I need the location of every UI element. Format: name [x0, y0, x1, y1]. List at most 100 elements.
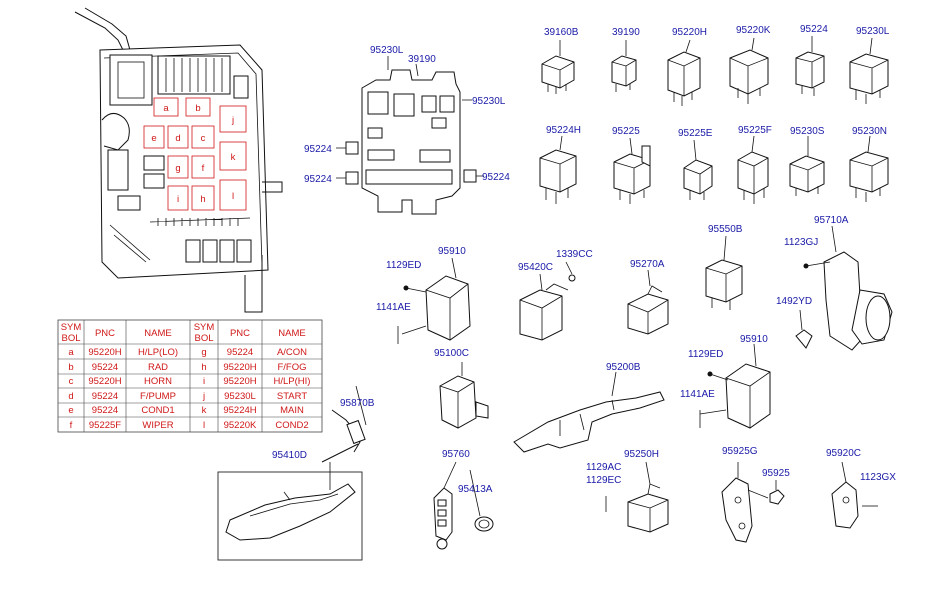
relay-slot-f	[191, 155, 215, 179]
fuse-row-block	[157, 55, 231, 95]
table-cell-row-symbol: b	[68, 362, 73, 373]
keyfob-95760	[433, 461, 494, 550]
relay-slot-c	[191, 125, 215, 149]
label-95224H: 95224H	[546, 125, 581, 136]
wire-harness	[74, 11, 125, 53]
slot-label-h: h	[200, 194, 205, 205]
label-95230N: 95230N	[852, 126, 887, 137]
bracket-tab	[244, 255, 263, 313]
label-95224-b: 95224	[304, 174, 332, 185]
motor-95710A	[795, 225, 893, 351]
label-1492YD: 1492YD	[776, 296, 812, 307]
slot-label-j: j	[231, 115, 234, 126]
table-cell-row-name: RAD	[148, 362, 168, 373]
label-95413A: 95413A	[458, 484, 493, 495]
table-cell-row-symbol-2: l	[203, 420, 205, 431]
label-95925: 95925	[762, 468, 790, 479]
label-95225: 95225	[612, 126, 640, 137]
label-1129ED-a: 1129ED	[386, 260, 421, 271]
module-95420C	[519, 261, 576, 341]
bolt-1123GJ-icon	[803, 263, 809, 269]
table-cell-row-pnc-2: 95224	[227, 347, 253, 358]
fuse-relay-box: a b c d e f g h i j k l	[74, 7, 283, 313]
connector-block	[109, 54, 153, 106]
label-1129ED-b: 1129ED	[688, 349, 723, 360]
relay-slot-k	[219, 141, 247, 171]
table-cell-row-name-2: MAIN	[280, 405, 304, 416]
label-95710A: 95710A	[814, 215, 849, 226]
mount-stud	[262, 181, 283, 193]
label-1129AC: 1129AC	[586, 462, 621, 473]
table-cell-row-pnc-2: 95220H	[223, 362, 256, 373]
slot-label-d: d	[175, 133, 180, 144]
relay-95224H	[539, 135, 577, 204]
slot-label-k: k	[231, 152, 236, 163]
table-cell-row-pnc: 95220H	[88, 376, 121, 387]
battery-95413A-icon	[474, 516, 494, 532]
table-cell-row-name-2: A/CON	[277, 347, 307, 358]
table-cell-row-pnc-2: 95224H	[223, 405, 256, 416]
antenna-bracket-group	[217, 385, 367, 561]
slot-label-g: g	[175, 163, 180, 174]
junction-block	[336, 56, 484, 215]
label-95230S: 95230S	[790, 126, 825, 137]
receiver-tray	[225, 483, 356, 541]
relay-95220K	[729, 37, 769, 104]
svg-text:BOL: BOL	[194, 333, 213, 344]
label-95910-a: 95910	[438, 246, 466, 257]
bracket-95925G	[721, 462, 785, 543]
label-1141AE-b: 1141AE	[680, 389, 715, 400]
clip-1492YD-icon	[795, 329, 813, 349]
table-cell-row-symbol-2: j	[202, 391, 205, 402]
relay-95230L-top	[849, 37, 889, 104]
label-95225E: 95225E	[678, 128, 713, 139]
label-95224-top: 95224	[800, 24, 828, 35]
table-cell-row-pnc: 95225F	[89, 420, 121, 431]
relay-39190	[611, 40, 637, 92]
relay-slot-g	[167, 155, 189, 179]
table-cell-row-symbol-2: k	[202, 405, 207, 416]
label-95220H: 95220H	[672, 27, 707, 38]
label-95870B: 95870B	[340, 398, 375, 409]
label-95230L-a: 95230L	[370, 45, 404, 56]
label-95910-b: 95910	[740, 334, 768, 345]
bracket-95200B	[513, 371, 665, 453]
table-cell-row-name: COND1	[141, 405, 174, 416]
label-39190-b: 39190	[612, 27, 640, 38]
table-cell-row-symbol: a	[68, 347, 74, 358]
relay-95224-top	[795, 36, 825, 96]
label-1123GJ: 1123GJ	[784, 237, 818, 248]
relay-row-top	[541, 36, 889, 106]
table-header-name-2: NAME	[278, 328, 305, 339]
label-95270A: 95270A	[630, 259, 665, 270]
label-95224-c: 95224	[482, 172, 510, 183]
label-95760: 95760	[442, 449, 470, 460]
side-connector	[107, 149, 129, 191]
slot-label-f: f	[202, 163, 205, 174]
label-95230L-b: 95230L	[472, 96, 506, 107]
table-cell-row-name: F/PUMP	[140, 391, 176, 402]
relay-95230N	[849, 135, 889, 202]
relay-slot-a	[153, 97, 179, 117]
label-95925G: 95925G	[722, 446, 758, 457]
table-cell-row-name-2: START	[277, 391, 307, 402]
label-39190-a: 39190	[408, 54, 436, 65]
label-95200B: 95200B	[606, 362, 641, 373]
relay-row-second	[539, 135, 889, 204]
table-cell-row-pnc: 95224	[92, 391, 118, 402]
table-cell-row-symbol: c	[69, 376, 74, 387]
relay-95224-left-b	[345, 171, 359, 185]
bolt-1129ED-icon	[403, 285, 409, 291]
table-header-symbol-1: SYM	[61, 322, 82, 333]
relay-95230S	[789, 136, 825, 196]
label-1141AE-a: 1141AE	[376, 302, 411, 313]
label-1339CC: 1339CC	[556, 249, 593, 260]
control-unit-95910-right	[699, 343, 771, 429]
